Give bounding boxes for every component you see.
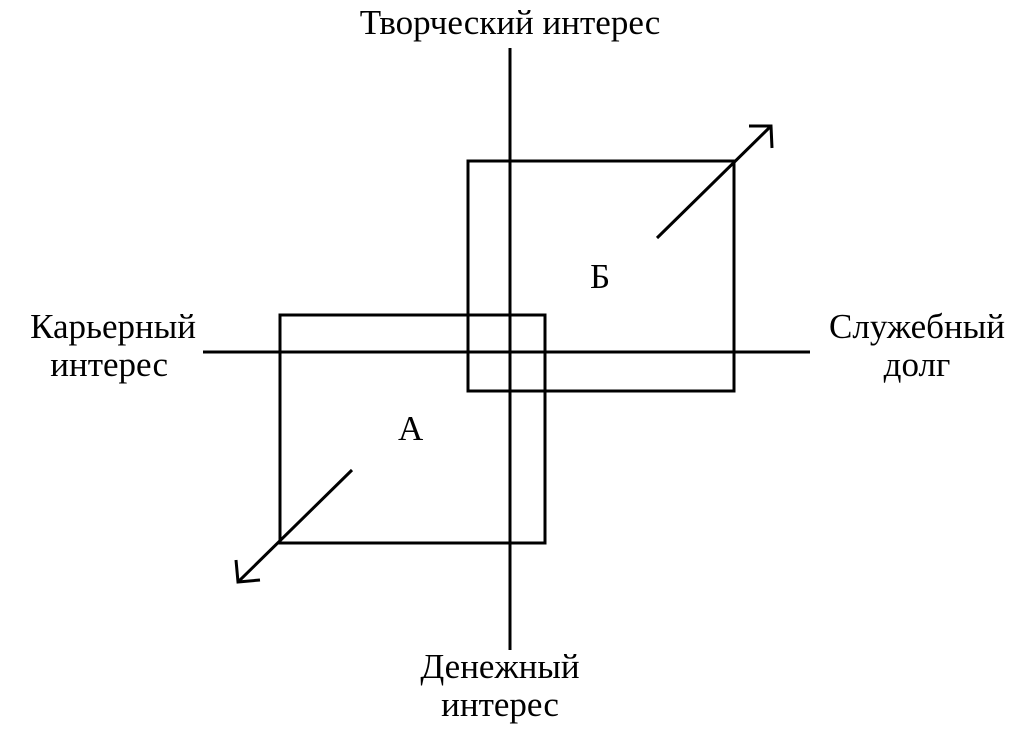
axis-label-left: Карьерный интерес: [0, 308, 196, 384]
arrow-a: [234, 468, 354, 584]
box-a: [278, 313, 547, 545]
axis-label-right-line2: долг: [883, 345, 951, 384]
arrow-b-shaft: [655, 124, 773, 240]
axis-label-bottom: Денежный интерес: [360, 648, 640, 724]
box-b-label: Б: [590, 257, 611, 296]
arrow-a-shaft: [236, 468, 354, 584]
box-b: [466, 159, 736, 393]
axis-label-top: Творческий интерес: [359, 3, 661, 42]
arrow-a-head: [234, 559, 261, 584]
axis-label-right-line1: Служебный: [829, 307, 1005, 346]
arrow-b-head: [749, 124, 774, 149]
axis-label-bottom-line1: Денежный: [420, 647, 580, 686]
arrow-b: [655, 124, 774, 240]
axis-label-left-line1: Карьерный: [30, 307, 196, 346]
box-a-label: А: [398, 409, 424, 448]
axis-label-right: Служебный долг: [812, 308, 1022, 384]
axis-label-left-line2: интерес: [50, 345, 168, 384]
axis-label-bottom-line2: интерес: [441, 685, 559, 724]
